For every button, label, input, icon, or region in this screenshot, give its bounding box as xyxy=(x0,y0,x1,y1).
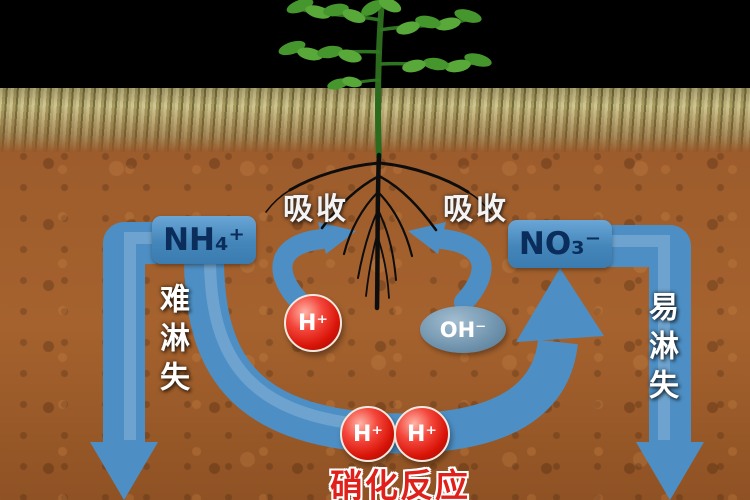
ammonium-label-box: NH₄⁺ xyxy=(152,216,256,264)
hydrogen-ion-bottom-1-label: H⁺ xyxy=(352,421,384,447)
ammonium-formula: NH₄⁺ xyxy=(163,222,245,258)
sky-background xyxy=(0,0,750,88)
nitrate-formula: NO₃⁻ xyxy=(518,226,602,262)
hard-to-leach-label: 难淋失 xyxy=(154,283,189,400)
grass-surface xyxy=(0,86,750,152)
hydrogen-ion-top-label: H⁺ xyxy=(297,310,329,336)
absorption-label-right: 吸收 xyxy=(443,192,509,227)
nitrate-label-box: NO₃⁻ xyxy=(508,220,612,268)
hydrogen-ion-top: H⁺ xyxy=(284,294,342,352)
hydrogen-ion-bottom-2: H⁺ xyxy=(394,406,450,462)
hydroxide-ion: OH⁻ xyxy=(420,306,506,353)
nitrification-label: 硝化反应 xyxy=(330,466,470,500)
hydrogen-ion-bottom-1: H⁺ xyxy=(340,406,396,462)
easy-to-leach-label: 易淋失 xyxy=(643,291,678,408)
hydroxide-ion-label: OH⁻ xyxy=(439,317,487,342)
hydrogen-ion-bottom-2-label: H⁺ xyxy=(406,421,438,447)
absorption-label-left: 吸收 xyxy=(283,192,349,227)
